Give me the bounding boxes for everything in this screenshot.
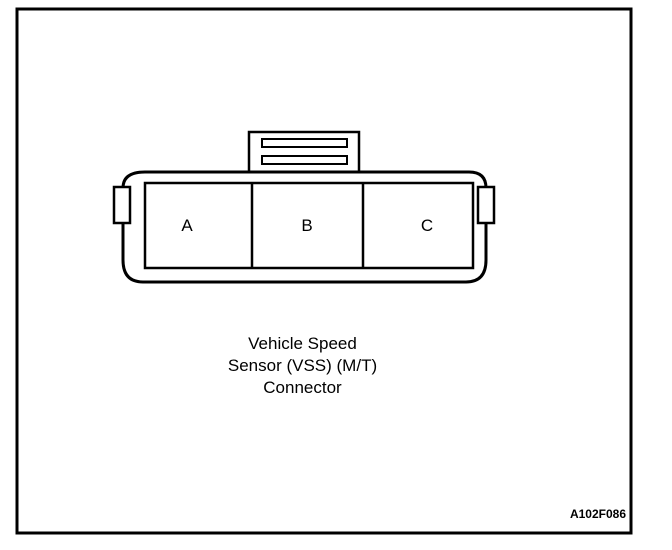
caption-line-3: Connector <box>263 378 342 397</box>
caption-line-1: Vehicle Speed <box>248 334 357 353</box>
pin-cavity-frame <box>143 181 475 270</box>
pin-label-a: A <box>181 216 193 235</box>
left-latch <box>112 185 132 225</box>
connector-caption: Vehicle Speed Sensor (VSS) (M/T) Connect… <box>180 333 425 399</box>
connector-lock-tab <box>247 130 361 176</box>
caption-line-2: Sensor (VSS) (M/T) <box>227 356 378 375</box>
figure-id: A102F086 <box>569 507 626 521</box>
pin-label-c: C <box>421 216 433 235</box>
pin-label-b: B <box>301 216 312 235</box>
diagram-frame <box>15 7 633 535</box>
right-latch <box>476 185 496 225</box>
